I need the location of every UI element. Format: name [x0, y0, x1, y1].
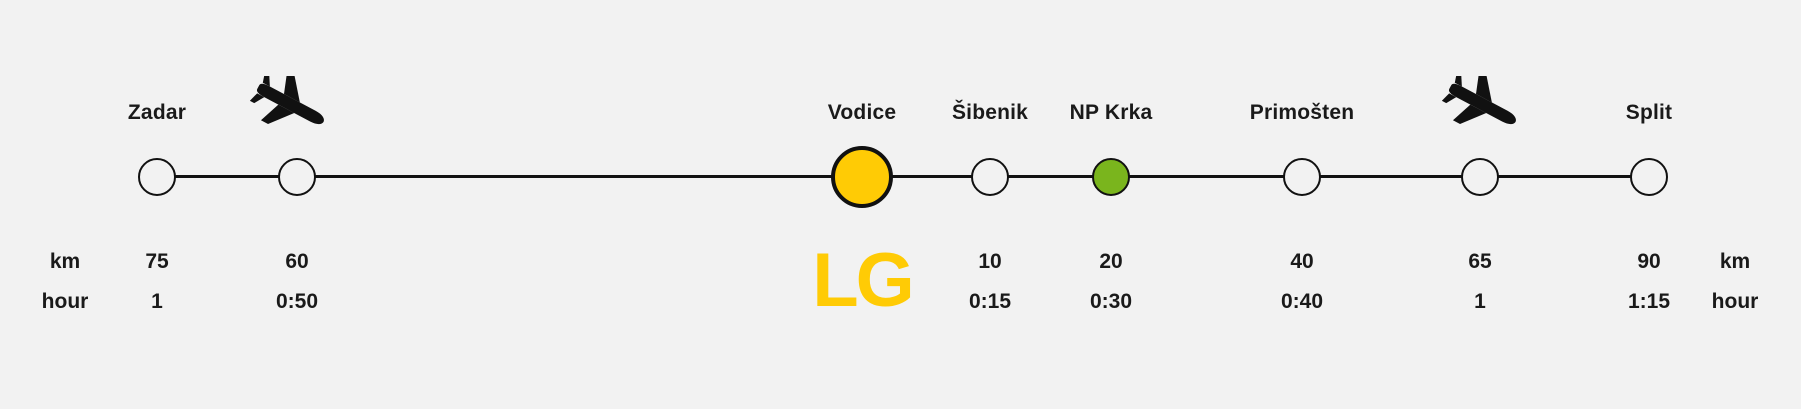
stop-km-primosten: 40 — [1290, 250, 1314, 273]
stop-node-airport-split — [1461, 158, 1499, 196]
airplane-icon — [250, 76, 324, 125]
stop-label-vodice: Vodice — [827, 101, 897, 124]
stop-node-np-krka — [1092, 158, 1130, 196]
km-unit-right: km — [1719, 250, 1751, 273]
stop-label-primosten: Primošten — [1249, 101, 1355, 124]
stop-hour-sibenik: 0:15 — [968, 290, 1012, 313]
hour-unit-right: hour — [1711, 290, 1759, 313]
hour-unit-left: hour — [41, 290, 89, 313]
stop-node-vodice — [831, 146, 893, 208]
stop-label-split: Split — [1625, 101, 1673, 124]
stop-hour-zadar: 1 — [151, 290, 163, 313]
km-unit-left: km — [49, 250, 81, 273]
stop-label-np-krka: NP Krka — [1069, 101, 1153, 124]
stop-node-split — [1630, 158, 1668, 196]
stop-km-zadar: 75 — [145, 250, 169, 273]
stop-node-airport-zadar — [278, 158, 316, 196]
stop-hour-primosten: 0:40 — [1280, 290, 1324, 313]
stop-label-zadar: Zadar — [127, 101, 187, 124]
stop-km-np-krka: 20 — [1099, 250, 1123, 273]
stop-km-airport-zadar: 60 — [285, 250, 309, 273]
stop-node-sibenik — [971, 158, 1009, 196]
stop-hour-np-krka: 0:30 — [1089, 290, 1133, 313]
stop-hour-airport-zadar: 0:50 — [275, 290, 319, 313]
airplane-icon — [1442, 76, 1516, 125]
route-line — [157, 175, 1649, 178]
lg-logo: LG — [812, 238, 915, 323]
stop-km-split: 90 — [1637, 250, 1661, 273]
stop-label-sibenik: Šibenik — [951, 101, 1029, 124]
stop-node-zadar — [138, 158, 176, 196]
stop-node-primosten — [1283, 158, 1321, 196]
stop-hour-airport-split: 1 — [1474, 290, 1486, 313]
stop-km-sibenik: 10 — [978, 250, 1002, 273]
stop-km-airport-split: 65 — [1468, 250, 1492, 273]
stop-hour-split: 1:15 — [1627, 290, 1671, 313]
